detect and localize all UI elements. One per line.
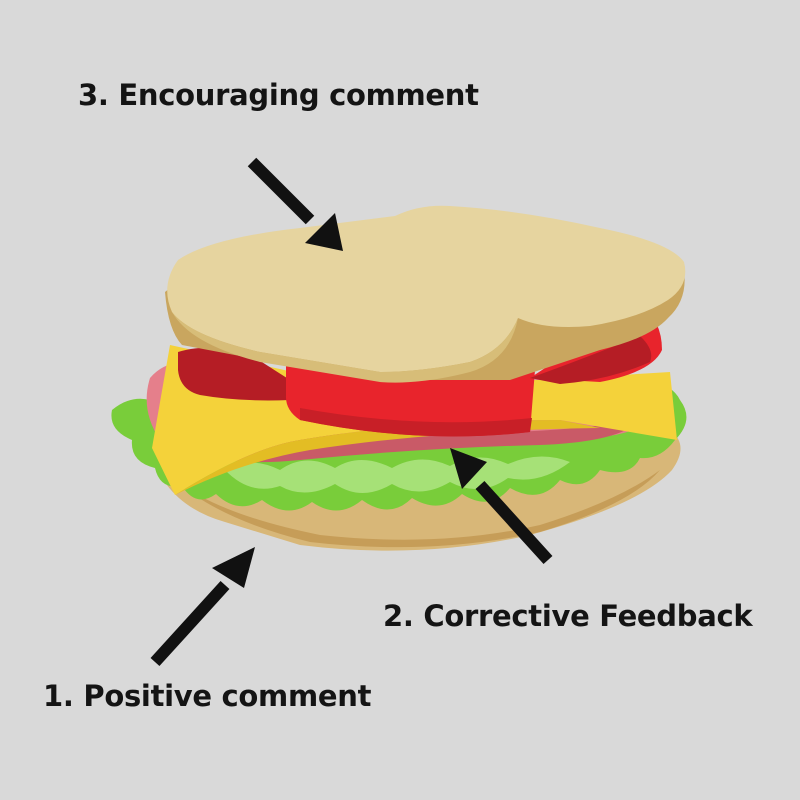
arrow-icon — [305, 213, 343, 251]
arrow-to-bottom-bread — [150, 547, 255, 667]
bottom-bread-shade — [175, 470, 660, 548]
arrow-to-top-bread — [247, 157, 343, 251]
tomato-front-shade — [300, 408, 532, 437]
tomato-left — [178, 347, 290, 401]
ham-slice-edge — [210, 420, 640, 463]
arrow-icon — [212, 547, 255, 588]
tomato-right-shade — [530, 336, 652, 384]
sandwich-illustration — [111, 205, 687, 551]
top-bread — [167, 205, 686, 372]
encouraging-comment-label: 3. Encouraging comment — [78, 78, 479, 112]
arrow-icon — [450, 448, 487, 489]
corrective-feedback-label: 2. Corrective Feedback — [383, 599, 753, 633]
top-bread-lip — [172, 312, 518, 383]
positive-comment-label: 1. Positive comment — [43, 679, 372, 713]
cheese-shade — [175, 420, 600, 495]
arrow-to-filling — [450, 448, 553, 565]
